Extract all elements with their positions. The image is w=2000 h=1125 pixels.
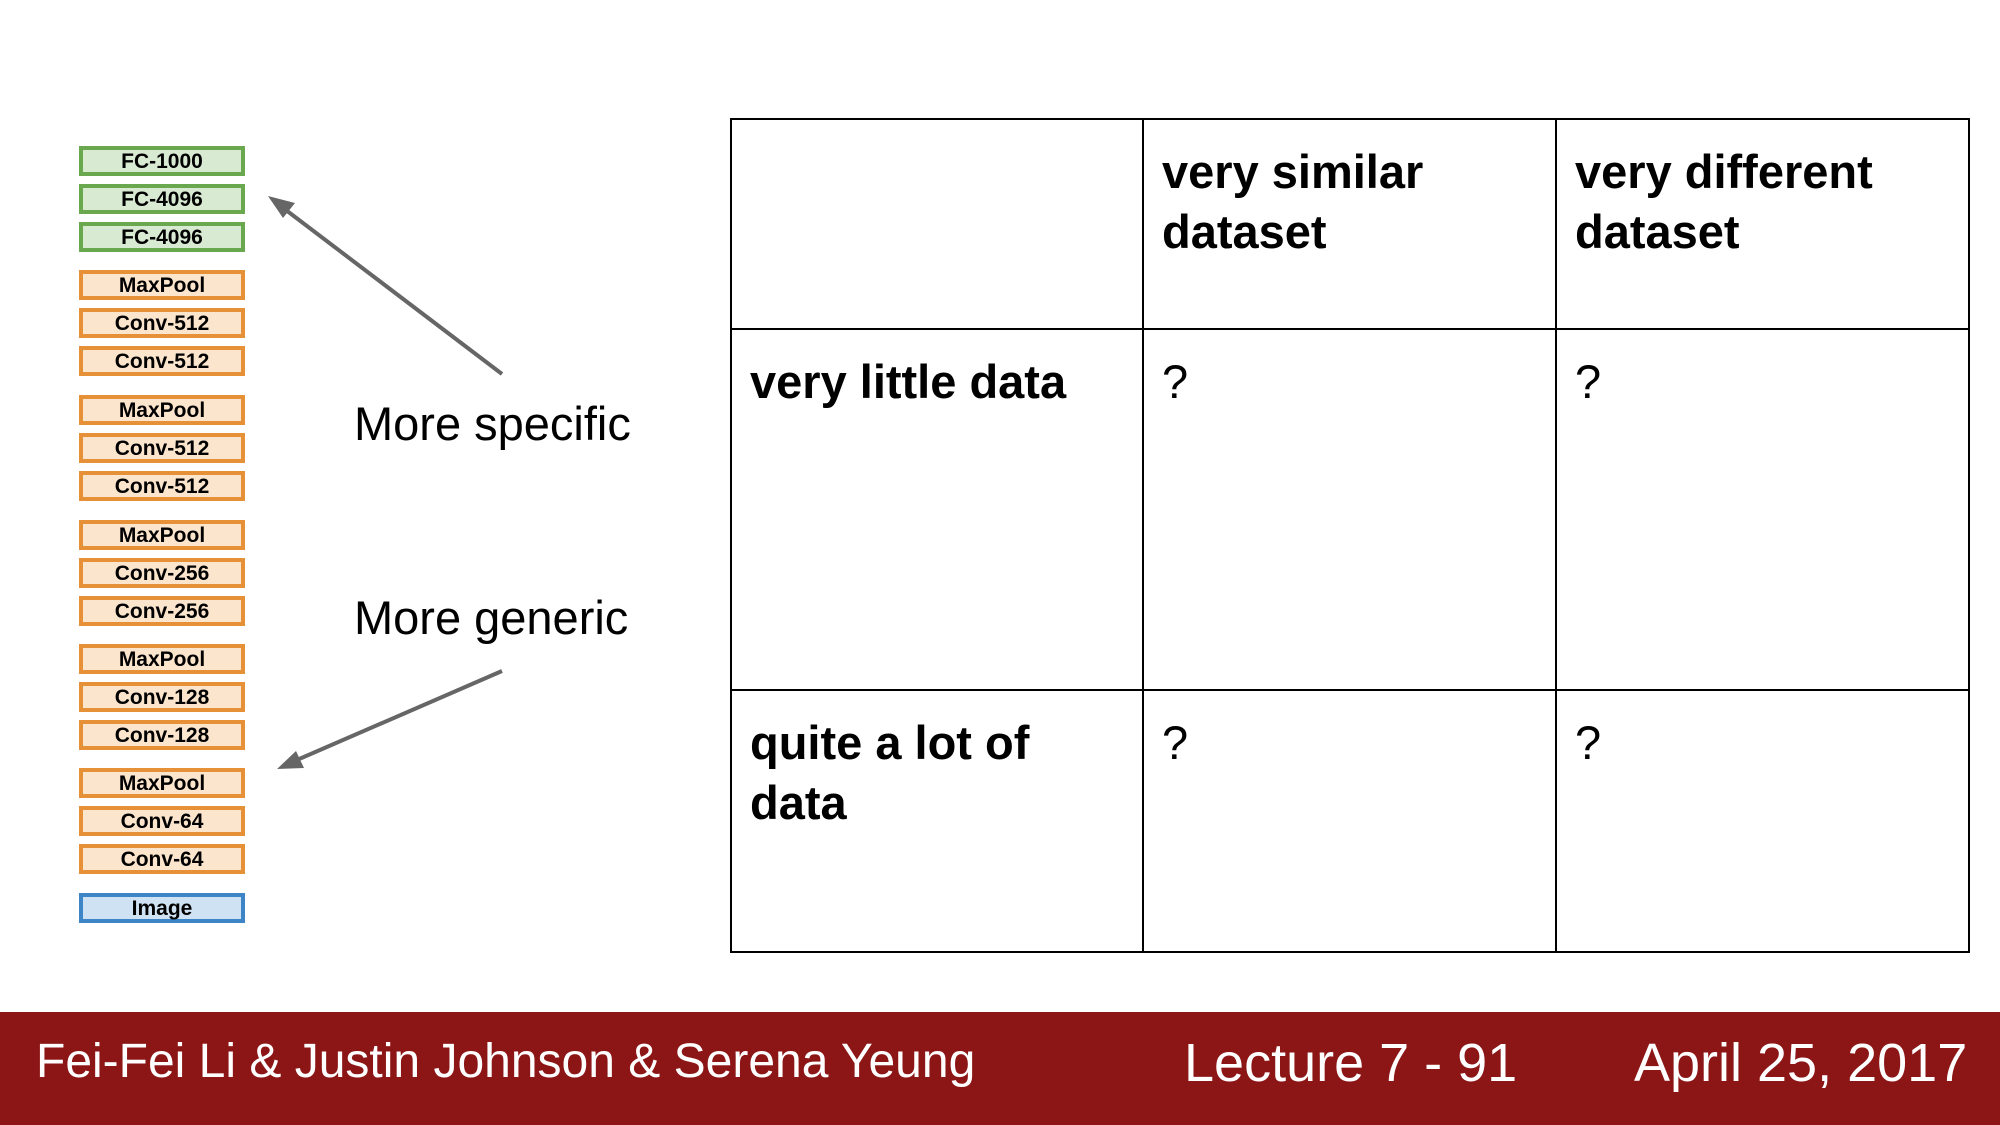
layer-fc-box: FC-1000 <box>79 146 245 176</box>
arrow-up <box>272 199 504 376</box>
layer-conv-box: Conv-256 <box>79 558 245 588</box>
layer-conv-box: Conv-512 <box>79 433 245 463</box>
transfer-learning-table: very similar dataset very different data… <box>730 118 1970 953</box>
layer-pool-box: MaxPool <box>79 768 245 798</box>
layer-conv-box: Conv-128 <box>79 682 245 712</box>
layer-pool-box: MaxPool <box>79 644 245 674</box>
table-header-row: very similar dataset very different data… <box>730 118 1970 330</box>
layer-fc-box: FC-4096 <box>79 184 245 214</box>
layer-conv-box: Conv-128 <box>79 720 245 750</box>
header-very-similar-dataset: very similar dataset <box>1142 118 1557 330</box>
layer-image-box: Image <box>79 893 245 923</box>
more-generic-label: More generic <box>354 591 629 644</box>
footer-authors: Fei-Fei Li & Justin Johnson & Serena Yeu… <box>36 1035 976 1088</box>
layer-conv-box: Conv-512 <box>79 308 245 338</box>
layer-conv-box: Conv-512 <box>79 346 245 376</box>
layer-pool-box: MaxPool <box>79 395 245 425</box>
layer-pool-box: MaxPool <box>79 270 245 300</box>
more-specific-label: More specific <box>354 397 631 450</box>
table-row: very little data ? ? <box>730 328 1970 691</box>
layer-conv-box: Conv-64 <box>79 806 245 836</box>
table-cell: ? <box>1142 689 1557 953</box>
layer-conv-box: Conv-256 <box>79 596 245 626</box>
row-label-quite-a-lot-of-data: quite a lot of data <box>730 689 1144 953</box>
footer-lecture: Lecture 7 - 91 <box>1184 1033 1518 1093</box>
footer-bar: Fei-Fei Li & Justin Johnson & Serena Yeu… <box>0 1012 2000 1125</box>
footer-date: April 25, 2017 <box>1634 1033 1968 1093</box>
table-cell: ? <box>1555 328 1970 691</box>
table-cell: ? <box>1555 689 1970 953</box>
layer-fc-box: FC-4096 <box>79 222 245 252</box>
arrow-down <box>289 669 503 765</box>
table-row: quite a lot of data ? ? <box>730 689 1970 953</box>
arrow-down-head <box>277 751 304 769</box>
arrow-up-head <box>268 196 295 218</box>
table-corner-cell <box>730 118 1144 330</box>
table-cell: ? <box>1142 328 1557 691</box>
layer-pool-box: MaxPool <box>79 520 245 550</box>
row-label-very-little-data: very little data <box>730 328 1144 691</box>
layer-conv-box: Conv-64 <box>79 844 245 874</box>
layer-conv-box: Conv-512 <box>79 471 245 501</box>
header-very-different-dataset: very different dataset <box>1555 118 1970 330</box>
